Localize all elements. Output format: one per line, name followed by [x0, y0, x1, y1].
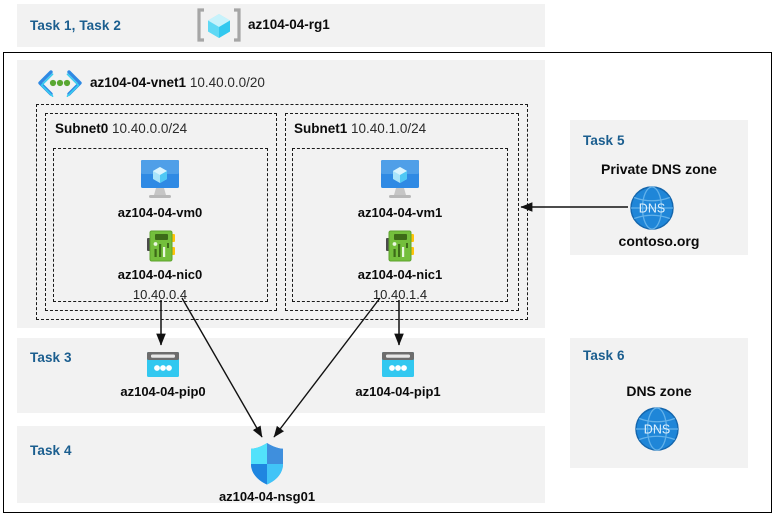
public-ip-address-icon[interactable]: [146, 351, 180, 379]
subnet1-cidr: 10.40.1.0/24: [351, 121, 427, 136]
dns-icon-text: DNS: [639, 202, 665, 216]
nic1-label: az104-04-nic1: [357, 267, 443, 282]
vnet-name: az104-04-vnet1: [90, 75, 187, 90]
private-dns-zone-name: contoso.org: [618, 233, 700, 249]
public-ip-address-icon[interactable]: [381, 351, 415, 379]
task3-panel: [17, 338, 545, 413]
dns-zone-icon[interactable]: DNS: [634, 406, 680, 452]
pip0-label: az104-04-pip0: [120, 384, 206, 399]
subnet0-cidr: 10.40.0.0/24: [112, 121, 188, 136]
dns-zone-icon[interactable]: DNS: [629, 185, 675, 231]
vm1-label: az104-04-vm1: [357, 205, 443, 220]
network-interface-icon[interactable]: [146, 229, 176, 263]
dns-zone-title: DNS zone: [626, 383, 692, 399]
task1-task2-panel: [17, 4, 545, 47]
virtual-machine-icon[interactable]: [135, 158, 185, 200]
dns-icon-text: DNS: [644, 423, 670, 437]
nic0-label: az104-04-nic0: [117, 267, 203, 282]
subnet0-title: Subnet0 10.40.0.0/24: [55, 121, 187, 136]
diagram-outer-border: [3, 52, 772, 513]
resource-group-name: az104-04-rg1: [248, 17, 330, 32]
nsg-label: az104-04-nsg01: [218, 489, 316, 504]
task3-label: Task 3: [30, 350, 72, 365]
virtual-network-icon: [36, 70, 84, 98]
virtual-machine-icon[interactable]: [375, 158, 425, 200]
task6-label: Task 6: [583, 348, 625, 363]
vnet-address-space: 10.40.0.0/20: [189, 75, 265, 90]
subnet1-border: [285, 113, 519, 311]
network-security-group-icon[interactable]: [249, 442, 285, 486]
task1-task2-label: Task 1, Task 2: [30, 18, 121, 33]
subnet1-inner-border: [292, 148, 508, 302]
network-interface-icon[interactable]: [385, 229, 415, 263]
nic1-private-ip: 10.40.1.4: [372, 287, 428, 302]
subnet0-name: Subnet0: [55, 121, 109, 136]
private-dns-zone-title: Private DNS zone: [601, 161, 717, 177]
vm0-label: az104-04-vm0: [117, 205, 203, 220]
vnet-name-line: az104-04-vnet1 10.40.0.0/20: [90, 75, 265, 90]
nic0-private-ip: 10.40.0.4: [132, 287, 188, 302]
task5-label: Task 5: [583, 133, 625, 148]
subnet1-name: Subnet1: [294, 121, 348, 136]
resource-group-icon: [196, 6, 242, 44]
pip1-label: az104-04-pip1: [355, 384, 441, 399]
subnet1-title: Subnet1 10.40.1.0/24: [294, 121, 426, 136]
task4-label: Task 4: [30, 443, 72, 458]
